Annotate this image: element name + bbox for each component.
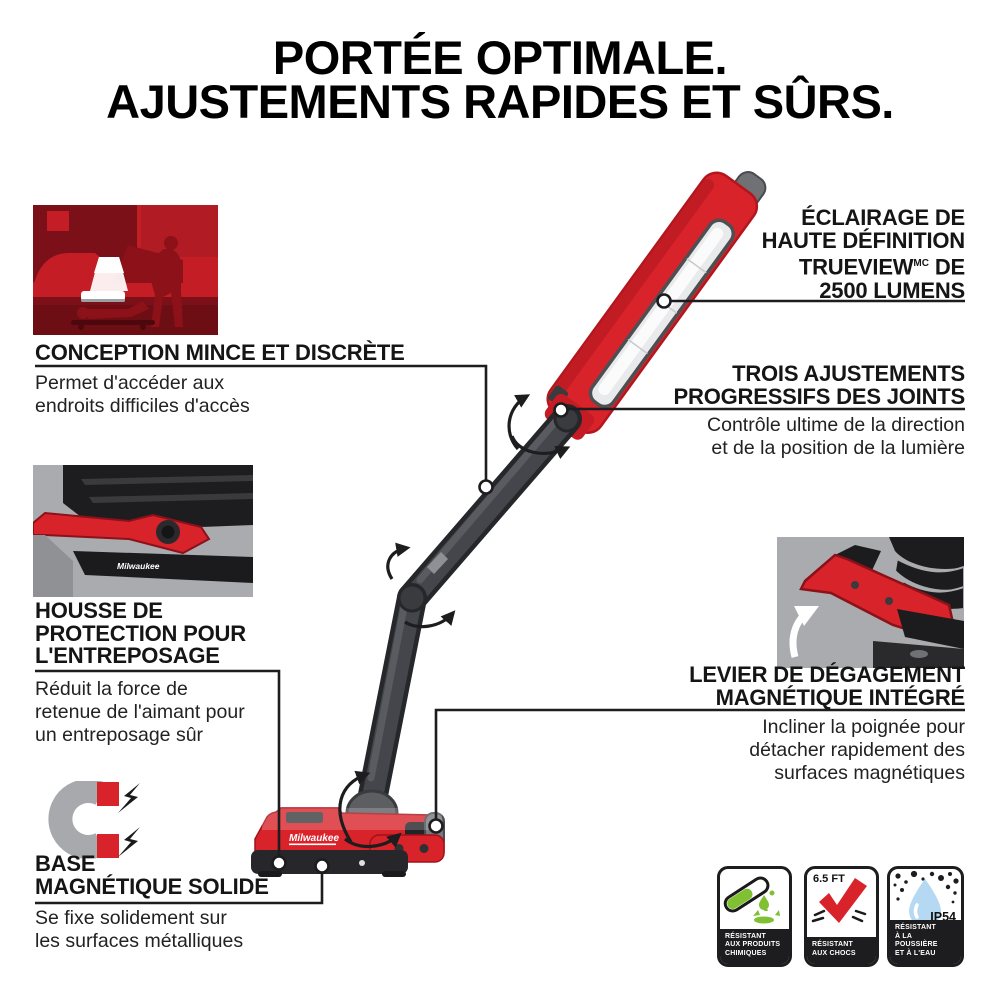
- eclairage-heading: ÉCLAIRAGE DE HAUTE DÉFINITION TRUEVIEWMC…: [761, 205, 966, 303]
- levier-body: Incliner la poignée pour détacher rapide…: [749, 716, 965, 784]
- drop-height-label: 6.5 FT: [813, 873, 845, 885]
- brand-logo: Milwaukee: [289, 833, 339, 844]
- title-line-2: AJUSTEMENTS RAPIDES ET SÛRS.: [106, 75, 894, 128]
- callout-dots: [271, 293, 672, 874]
- base-body: Se fixe solidement sur les surfaces méta…: [35, 907, 244, 952]
- housse-body: Réduit la force de retenue de l'aimant p…: [35, 678, 245, 746]
- badge-dust-water-resistant: IP54 RÉSISTANT À LA POUSSIÈRE ET À L'EAU: [887, 866, 964, 967]
- badge-chemical-resistant: RÉSISTANT AUX PRODUITS CHIMIQUES: [717, 866, 792, 967]
- elbow-joint: [397, 583, 427, 613]
- conception-heading: CONCEPTION MINCE ET DISCRÈTE: [35, 340, 405, 365]
- articulating-arm: [358, 404, 582, 810]
- checkmark-icon: [807, 869, 876, 964]
- water-drop-icon: [890, 869, 961, 964]
- badge-impact-resistant: 6.5 FT RÉSISTANT AUX CHOCS: [804, 866, 879, 967]
- thumbnail-under-vehicle-scene: [33, 205, 218, 335]
- trois-body: Contrôle ultime de la direction et de la…: [707, 414, 965, 459]
- rotation-arrows: [338, 394, 571, 848]
- tilt-arrow: [789, 605, 820, 658]
- release-lever-handle: [369, 834, 445, 863]
- page-title: PORTÉE OPTIMALE. AJUSTEMENTS RAPIDES ET …: [0, 31, 1000, 128]
- title-line-1: PORTÉE OPTIMALE.: [272, 31, 728, 84]
- head-joint: [553, 405, 581, 433]
- standing-person-silhouette: [133, 236, 183, 327]
- badge-label: RÉSISTANT AUX CHOCS: [807, 937, 876, 964]
- thumbnail-release-lever: [777, 537, 964, 668]
- trademark-superscript: MC: [913, 258, 929, 270]
- levier-heading: LEVIER DE DÉGAGEMENT MAGNÉTIQUE INTÉGRÉ: [689, 662, 965, 710]
- test-tube-icon: [720, 869, 789, 964]
- housse-heading: HOUSSE DE PROTECTION POUR L'ENTREPOSAGE: [35, 598, 246, 668]
- brand-logo: Milwaukee: [117, 561, 160, 571]
- conception-body: Permet d'accéder aux endroits difficiles…: [35, 372, 250, 417]
- base-heading: BASE MAGNÉTIQUE SOLIDE: [35, 851, 269, 899]
- rubber-boot: [889, 537, 964, 611]
- release-lever-hook: [424, 812, 445, 850]
- mechanic-on-creeper-silhouette: [77, 301, 149, 319]
- lightning-bolt-icon: [118, 783, 140, 813]
- magnet-icon: [33, 779, 145, 859]
- trois-heading: TROIS AJUSTEMENTS PROGRESSIFS DES JOINTS: [673, 361, 966, 409]
- thumbnail-storage-cover: Milwaukee: [33, 465, 253, 597]
- badge-label: RÉSISTANT À LA POUSSIÈRE ET À L'EAU: [890, 920, 961, 964]
- magnetic-base: Milwaukee: [251, 789, 445, 877]
- badge-label: RÉSISTANT AUX PRODUITS CHIMIQUES: [720, 928, 789, 964]
- lightning-bolt-icon: [118, 827, 140, 857]
